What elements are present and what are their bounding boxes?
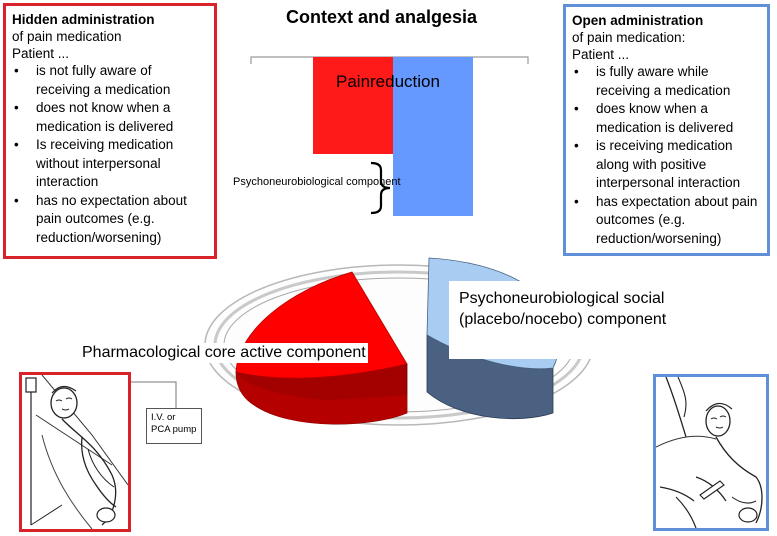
social-component-label: Psychoneurobiological social (placebo/no… — [459, 290, 667, 328]
diagram-title: Context and analgesia — [286, 7, 478, 27]
open-box-item: is receiving medication along with posit… — [572, 137, 761, 193]
core-component-label: Pharmacological core active component — [80, 343, 368, 363]
psychoneurobiological-component-label: Psychoneurobiological component — [233, 176, 401, 188]
hidden-box-patient: Patient ... — [12, 46, 70, 61]
hidden-box-item: does not know when a medication is deliv… — [12, 99, 208, 136]
pie-red-slice-side-front — [236, 372, 407, 425]
open-box-list: is fully aware while receiving a medicat… — [572, 63, 761, 248]
hidden-box-list: is not fully aware of receiving a medica… — [12, 62, 208, 247]
bar-open — [393, 57, 473, 216]
clinician-injection-icon — [656, 377, 763, 528]
bar-group — [313, 57, 473, 216]
hidden-box-item: is not fully aware of receiving a medica… — [12, 62, 208, 99]
open-administration-box: Open administration of pain medication: … — [563, 4, 770, 256]
pain-reduction-label: Painreduction — [336, 72, 440, 91]
hidden-box-heading: Hidden administration — [12, 12, 155, 27]
patient-in-bed-icon — [25, 375, 128, 529]
open-box-heading: Open administration — [572, 13, 704, 28]
hidden-box-subheading: of pain medication — [12, 29, 122, 44]
open-box-item: does know when a medication is delivered — [572, 100, 761, 137]
bar-hidden — [313, 57, 393, 154]
hidden-administration-box: Hidden administration of pain medication… — [3, 3, 217, 259]
hidden-administration-illustration — [19, 372, 131, 532]
open-administration-illustration — [653, 374, 769, 531]
pump-label: I.V. or PCA pump — [146, 408, 202, 444]
open-box-patient: Patient ... — [572, 47, 630, 62]
hidden-box-item: Is receiving medication without interper… — [12, 136, 208, 192]
open-box-item: has expectation about pain outcomes (e.g… — [572, 193, 761, 249]
syringe-icon — [699, 480, 725, 500]
iv-bag-icon — [25, 377, 37, 393]
open-box-subheading: of pain medication: — [572, 30, 686, 45]
curly-brace-icon — [370, 161, 391, 215]
social-label-background — [449, 281, 675, 359]
open-box-item: is fully aware while receiving a medicat… — [572, 63, 761, 100]
hidden-box-item: has no expectation about pain outcomes (… — [12, 192, 208, 248]
